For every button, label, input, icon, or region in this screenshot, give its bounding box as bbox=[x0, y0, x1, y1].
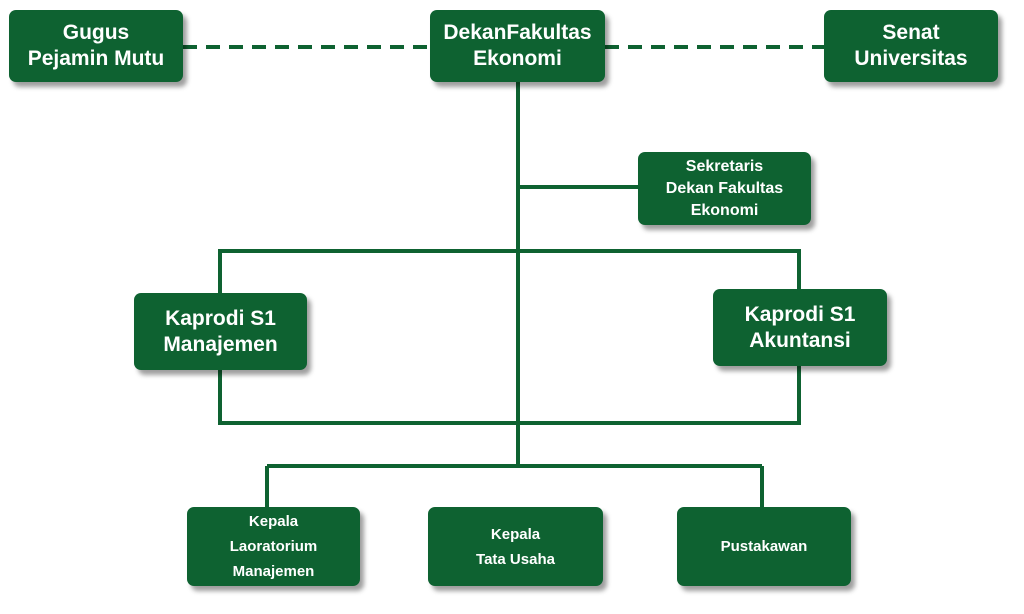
kaprodi-bottom-bus bbox=[218, 366, 801, 425]
node-kaprodi-akuntansi-label: Kaprodi S1 Akuntansi bbox=[744, 302, 856, 352]
node-dekan-fakultas: DekanFakultas Ekonomi bbox=[430, 10, 605, 82]
node-gugus-label: Gugus Pejamin Mutu bbox=[27, 21, 165, 70]
node-kepala-laboratorium-label: Kepala Laoratorium Manajemen bbox=[229, 513, 318, 580]
node-kaprodi-akuntansi: Kaprodi S1 Akuntansi bbox=[713, 289, 887, 366]
node-kaprodi-manajemen: Kaprodi S1 Manajemen bbox=[134, 293, 307, 370]
node-kepala-tata-usaha-label: Kepala Tata Usaha bbox=[476, 525, 555, 568]
node-kepala-laboratorium: Kepala Laoratorium Manajemen bbox=[187, 507, 360, 586]
node-sekretaris: Sekretaris Dekan Fakultas Ekonomi bbox=[638, 152, 811, 225]
node-pustakawan-label: Pustakawan bbox=[720, 538, 808, 555]
node-kaprodi-manajemen-label: Kaprodi S1 Manajemen bbox=[163, 306, 278, 356]
kaprodi-top-bus bbox=[218, 249, 801, 293]
node-kepala-tata-usaha: Kepala Tata Usaha bbox=[428, 507, 603, 586]
node-senat-universitas: Senat Universitas bbox=[824, 10, 998, 82]
node-senat-label: Senat Universitas bbox=[854, 21, 968, 70]
node-dekan-label: DekanFakultas Ekonomi bbox=[443, 21, 592, 70]
node-sekretaris-label: Sekretaris Dekan Fakultas Ekonomi bbox=[665, 157, 784, 219]
node-gugus-pejamin-mutu: Gugus Pejamin Mutu bbox=[9, 10, 183, 82]
node-pustakawan: Pustakawan bbox=[677, 507, 851, 586]
